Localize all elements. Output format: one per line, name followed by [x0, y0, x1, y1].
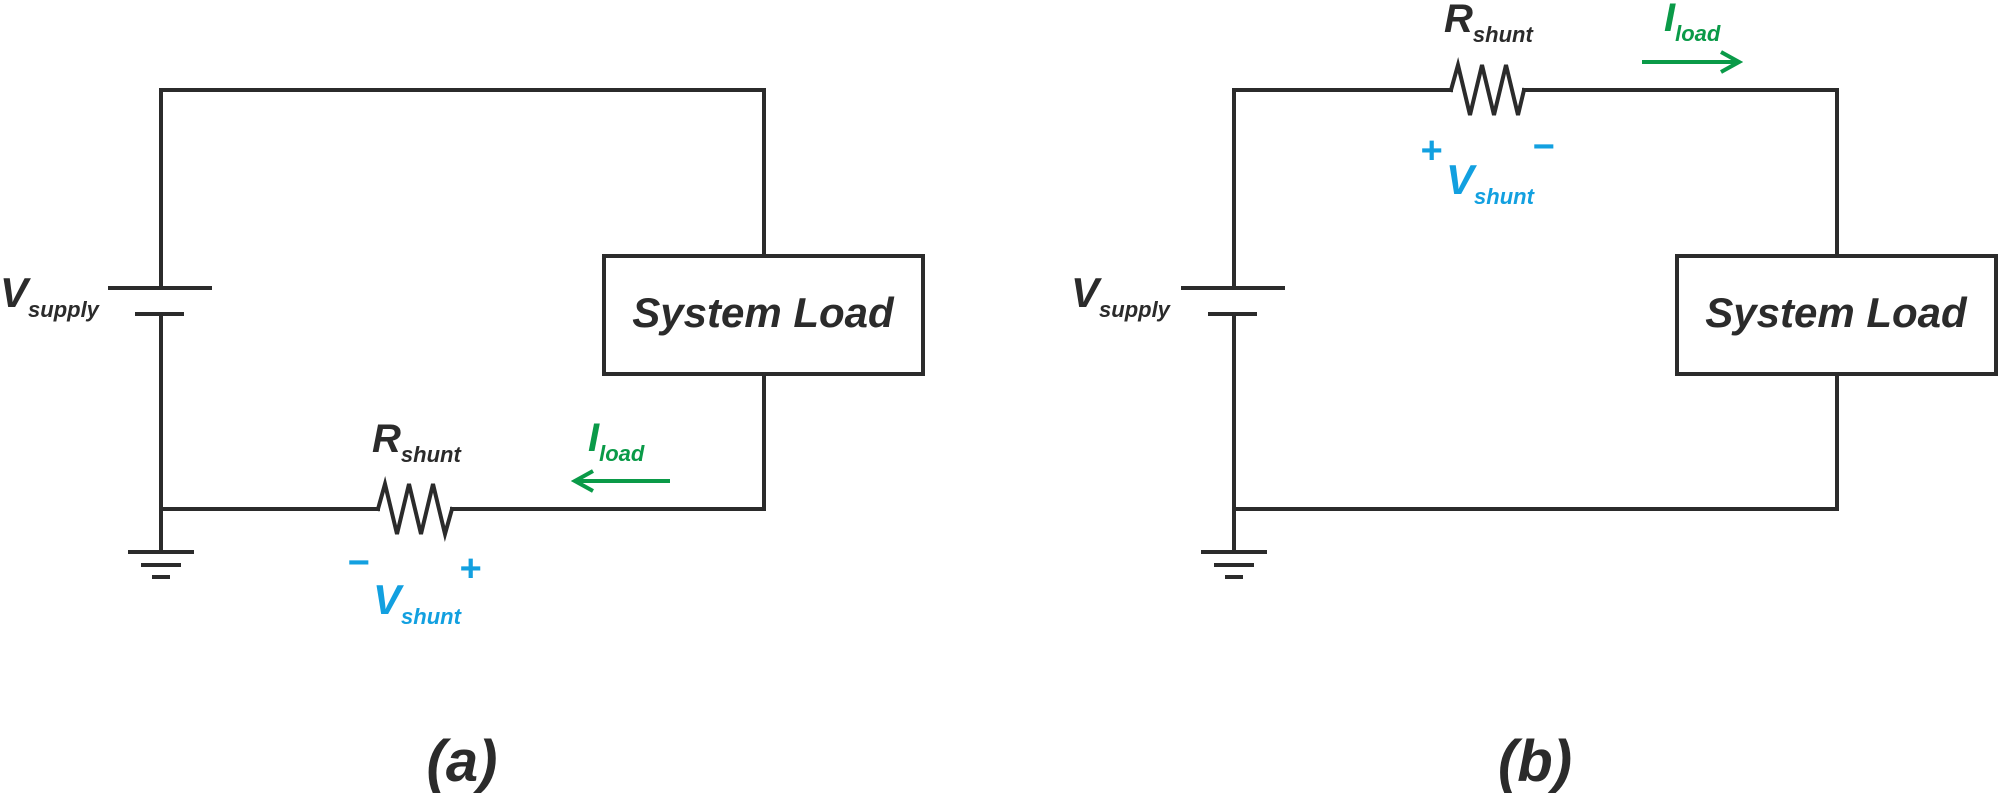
wire-bottom-b: [1232, 372, 1839, 511]
wire-bottom-right-a: [450, 372, 766, 511]
system-load-label-b: System Load: [1705, 289, 1968, 336]
vshunt-minus-sign-a: −: [347, 542, 369, 584]
vshunt-plus-sign-a: +: [459, 548, 481, 590]
iload-label-a: Iload: [588, 416, 645, 466]
resistor-a: [375, 476, 455, 542]
vshunt-plus-sign-b: +: [1420, 130, 1442, 172]
wire-top-a: [159, 88, 766, 258]
wire-top-right-b: [1522, 88, 1839, 258]
vsupply-label-b: Vsupply: [1071, 269, 1172, 322]
system-load-box-b: [1675, 254, 1998, 376]
vshunt-minus-sign-b: −: [1532, 126, 1554, 168]
vsupply-label-a: Vsupply: [0, 269, 101, 322]
iload-label-b: Iload: [1664, 0, 1721, 46]
ground-symbol-b: [1201, 550, 1267, 579]
caption-b: (b): [1498, 729, 1572, 794]
system-load-box-a: [602, 254, 925, 376]
panel-a: System Load Vsupply Rshunt Iload − + Vsh…: [0, 88, 925, 794]
battery-b: [1181, 286, 1285, 316]
rshunt-label-a: Rshunt: [372, 417, 462, 467]
panel-b: System Load Vsupply Rshunt Iload + − Vsh…: [1071, 0, 1998, 794]
rshunt-label-b: Rshunt: [1444, 0, 1534, 47]
battery-a: [108, 286, 212, 316]
resistor-b: [1448, 57, 1527, 116]
ground-symbol-a: [128, 550, 194, 579]
vshunt-label-b: Vshunt: [1446, 156, 1536, 209]
vshunt-label-a: Vshunt: [373, 576, 463, 629]
caption-a: (a): [427, 729, 498, 794]
system-load-label-a: System Load: [632, 289, 895, 336]
